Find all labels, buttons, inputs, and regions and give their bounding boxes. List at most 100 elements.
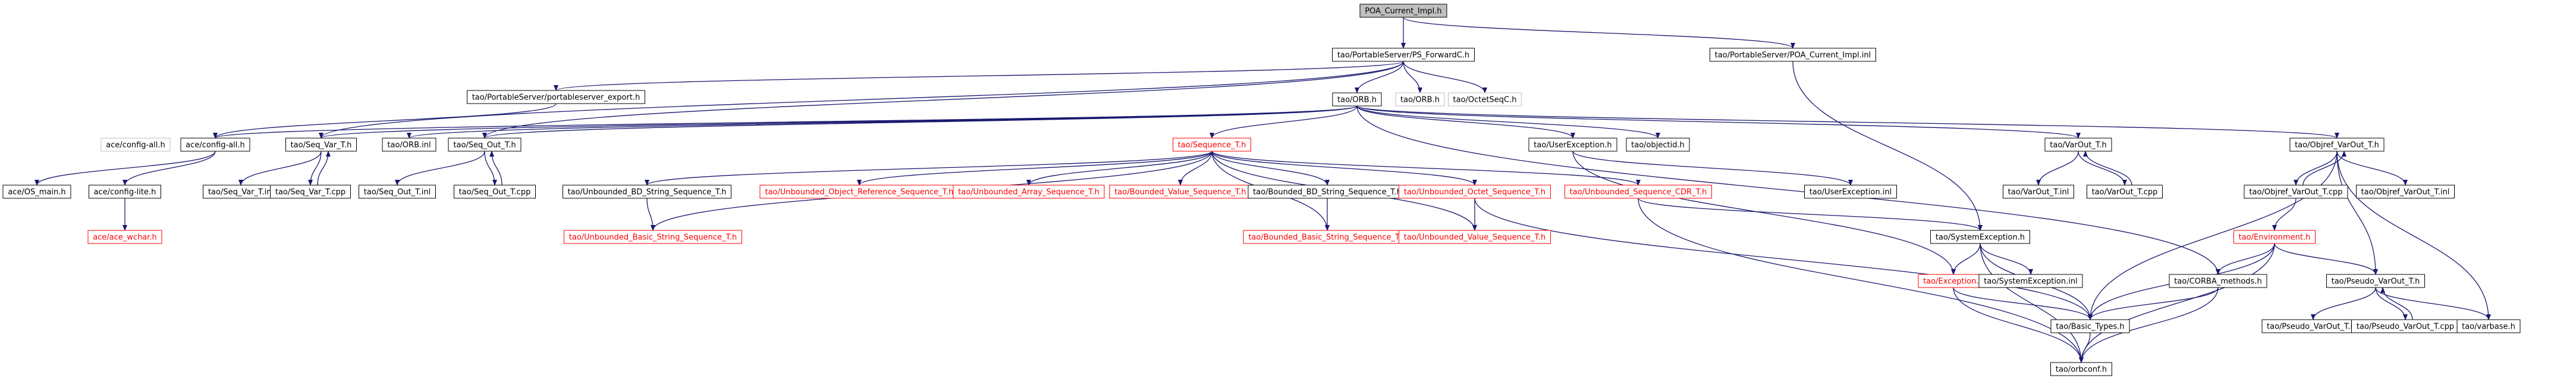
edge-corba-to-basic [2088,287,2219,320]
node-objrefcpp[interactable]: tao/Objref_VarOut_T.cpp [2244,185,2348,199]
node-exch[interactable]: tao/Exception.h [1918,274,1989,288]
node-seqoutcpp[interactable]: tao/Seq_Out_T.cpp [454,185,536,199]
node-varoutcpp[interactable]: tao/VarOut_T.cpp [2087,185,2163,199]
node-userexcinl[interactable]: tao/UserException.inl [1804,185,1897,199]
edge-ubdstr-to-ubbasic [646,198,655,231]
node-seqvarcpp[interactable]: tao/Seq_Var_T.cpp [270,185,351,199]
edge-orbh-to-userexc [1356,105,1575,139]
node-label: tao/PortableServer/PS_ForwardC.h [1337,51,1469,60]
node-objrefvar[interactable]: tao/Objref_VarOut_T.h [2289,138,2385,152]
node-label: tao/UserException.h [1534,141,1611,150]
node-label: tao/Objref_VarOut_T.inl [2361,188,2450,197]
edge-objrefvar-to-objrefcpp [2294,151,2338,186]
edge-seqout-to-seqoutinl [395,151,485,186]
node-pseudo[interactable]: tao/Pseudo_VarOut_T.h [2326,274,2425,288]
node-label: tao/UserException.inl [1810,188,1892,197]
node-label: tao/VarOut_T.inl [2008,188,2069,197]
node-ubobj[interactable]: tao/Unbounded_Object_Reference_Sequence_… [759,185,959,199]
node-seqoutinl[interactable]: tao/Seq_Out_T.inl [359,185,436,199]
edge-seqvar-to-seqvarinl [238,151,322,186]
edge-seqT-to-ubobj [857,151,1212,186]
node-ubdstr[interactable]: tao/Unbounded_BD_String_Sequence_T.h [563,185,731,199]
node-ubval[interactable]: tao/Unbounded_Value_Sequence_T.h [1399,230,1551,244]
node-root[interactable]: POA_Current_Impl.h [1359,4,1447,18]
edge-uboctet-to-basic [1474,198,2093,320]
node-orbconf[interactable]: tao/orbconf.h [2050,362,2112,376]
node-bbdstr[interactable]: tao/Bounded_BD_String_Sequence_T.h [1248,185,1407,199]
node-ubcdr[interactable]: tao/Unbounded_Sequence_CDR_T.h [1565,185,1712,199]
node-label: tao/varbase.h [2462,323,2515,332]
node-label: tao/VarOut_T.cpp [2092,188,2158,197]
node-objrefinl[interactable]: tao/Objref_VarOut_T.inl [2356,185,2455,199]
node-label: tao/Unbounded_Object_Reference_Sequence_… [765,188,953,197]
node-label: tao/Objref_VarOut_T.h [2295,141,2379,150]
node-varbase[interactable]: tao/varbase.h [2456,319,2521,333]
node-label: tao/Pseudo_VarOut_T.inl [2267,323,2360,332]
node-cfgall2[interactable]: ace/config-all.h [180,138,250,152]
edge-seqT-to-bval [1178,151,1212,186]
node-varout[interactable]: tao/VarOut_T.h [2044,138,2112,152]
node-psexport[interactable]: tao/PortableServer/portableserver_export… [467,90,645,104]
node-varoutinl[interactable]: tao/VarOut_T.inl [2003,185,2074,199]
edge-varout-to-varoutinl [2036,151,2079,186]
node-pseudoinl[interactable]: tao/Pseudo_VarOut_T.inl [2261,319,2365,333]
node-ubbasic[interactable]: tao/Unbounded_Basic_String_Sequence_T.h [564,230,742,244]
node-orb2[interactable]: tao/ORB.h [1395,92,1445,107]
node-cfglite[interactable]: ace/config-lite.h [89,185,161,199]
node-label: tao/Bounded_BD_String_Sequence_T.h [1253,188,1402,197]
node-label: tao/CORBA_methods.h [2174,277,2261,286]
edge-cfgall2-to-cfglite [122,151,216,186]
node-pseudocpp[interactable]: tao/Pseudo_VarOut_T.cpp [2351,319,2459,333]
node-poaimpl[interactable]: tao/PortableServer/POA_Current_Impl.inl [1710,48,1876,62]
node-acewchar[interactable]: ace/ace_wchar.h [87,230,162,244]
node-label: tao/Seq_Var_T.cpp [275,188,345,197]
node-bbasic[interactable]: tao/Bounded_Basic_String_Sequence_T.h [1243,230,1412,244]
node-seqout[interactable]: tao/Seq_Out_T.h [448,138,522,152]
edge-seqoutcpp-to-seqout [489,151,502,186]
edge-psfwd-to-octet [1403,61,1487,93]
node-label: ace/config-all.h [106,141,165,150]
node-bval[interactable]: tao/Bounded_Value_Sequence_T.h [1109,185,1252,199]
node-osmain[interactable]: ace/OS_main.h [2,185,71,199]
node-label: tao/PortableServer/portableserver_export… [472,93,640,102]
node-env[interactable]: tao/Environment.h [2233,230,2316,244]
node-basic[interactable]: tao/Basic_Types.h [2050,319,2130,333]
edge-varoutcpp-to-varout [2083,151,2132,186]
edge-pseudo-to-pseudocpp [2375,287,2408,320]
edge-orbh-to-seqout [482,105,1358,139]
node-label: tao/Unbounded_Octet_Sequence_T.h [1404,188,1545,197]
node-orbh[interactable]: tao/ORB.h [1332,92,1382,107]
node-label: tao/ORB.inl [387,141,431,150]
node-uboctet[interactable]: tao/Unbounded_Octet_Sequence_T.h [1399,185,1551,199]
edge-corba-to-orbconf [2079,287,2219,363]
node-label: ace/config-lite.h [94,188,156,197]
node-label: tao/Unbounded_Basic_String_Sequence_T.h [569,233,737,242]
node-seqvar[interactable]: tao/Seq_Var_T.h [285,138,357,152]
node-sysexc[interactable]: tao/SystemException.h [1930,230,2030,244]
edge-seqout-to-seqoutcpp [484,151,497,186]
node-ubarr[interactable]: tao/Unbounded_Array_Sequence_T.h [953,185,1105,199]
node-userexc[interactable]: tao/UserException.h [1528,138,1617,152]
node-objectid[interactable]: tao/objectid.h [1626,138,1690,152]
node-corba[interactable]: tao/CORBA_methods.h [2169,274,2267,288]
node-psfwd[interactable]: tao/PortableServer/PS_ForwardC.h [1332,48,1475,62]
edge-orbh-to-seqvar [319,105,1358,139]
node-seqT[interactable]: tao/Sequence_T.h [1173,138,1251,152]
node-label: ace/OS_main.h [8,188,65,197]
edge-seqT-to-bbdstr [1211,151,1330,186]
node-octet[interactable]: tao/OctetSeqC.h [1448,92,1522,107]
node-label: tao/Seq_Out_T.h [453,141,516,150]
node-sysexcinl[interactable]: tao/SystemException.inl [1978,274,2083,288]
edge-sysexc-to-exch [1951,243,1981,275]
edge-seqT-to-ubdstr [645,151,1212,186]
edge-sysexc-to-orbconf [1980,243,2084,363]
edge-objrefvar-to-pseudo [2336,151,2378,275]
edge-pseudo-to-varbase [2375,287,2491,320]
node-seqvarinl[interactable]: tao/Seq_Var_T.inl [203,185,279,199]
node-label: tao/Seq_Var_T.inl [208,188,274,197]
node-label: tao/Exception.h [1923,277,1984,286]
node-label: tao/orbconf.h [2056,365,2107,374]
node-orbinl[interactable]: tao/ORB.inl [382,138,436,152]
node-cfgall1[interactable]: ace/config-all.h [100,138,171,152]
